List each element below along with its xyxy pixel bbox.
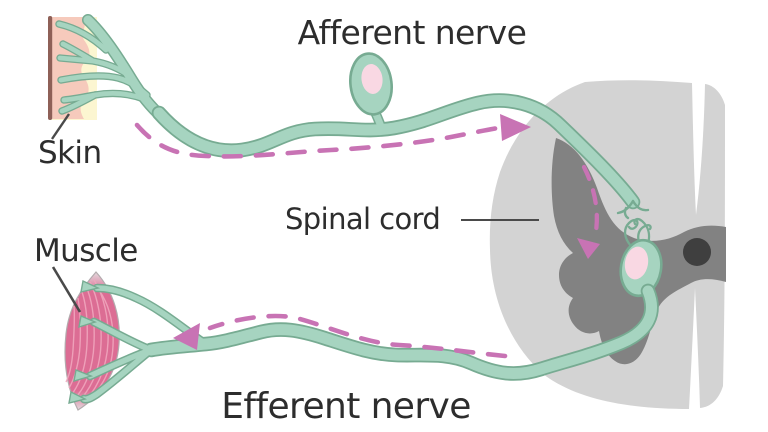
motor-end-plates [68, 279, 101, 404]
end-plate [68, 390, 88, 404]
skin-receptor-branches [56, 21, 150, 114]
end-plate [80, 279, 101, 293]
reflex-turn-dashes [581, 164, 599, 234]
afferent-arrowhead [500, 114, 531, 141]
afferent-signal-dashes [134, 122, 501, 159]
muscle-pointer-line [51, 266, 82, 313]
reflex-turn-arrowhead [577, 238, 600, 259]
afferent-neuron [55, 14, 650, 220]
label-skin: Skin [38, 135, 102, 171]
skin-surface-line [48, 16, 53, 120]
label-muscle: Muscle [34, 233, 138, 269]
efferent-nerve-fibre [68, 279, 659, 404]
motor-neuron [619, 217, 663, 298]
label-efferent-nerve: Efferent nerve [221, 386, 471, 427]
end-plate [78, 315, 98, 329]
efferent-fibre [145, 285, 657, 379]
signal-direction-arrows [134, 114, 600, 359]
label-afferent-nerve: Afferent nerve [298, 13, 527, 52]
efferent-branches [81, 285, 209, 403]
skin-pointer-line [51, 113, 70, 140]
efferent-arrowhead [173, 323, 200, 350]
muscle-striations [65, 279, 114, 405]
motor-soma-nucleus [624, 246, 649, 280]
synapse-terminal [616, 199, 650, 220]
annotation-layer: Afferent nerve Spinal cord Skin Muscle E… [34, 13, 539, 427]
label-spinal-cord: Spinal cord [285, 202, 440, 236]
end-plate [73, 369, 94, 382]
sensory-soma-nucleus [361, 64, 383, 94]
afferent-fibre [153, 95, 639, 208]
skin-receptor-trunk [83, 15, 166, 121]
motor-dendrites [623, 217, 652, 249]
central-canal [683, 238, 711, 266]
